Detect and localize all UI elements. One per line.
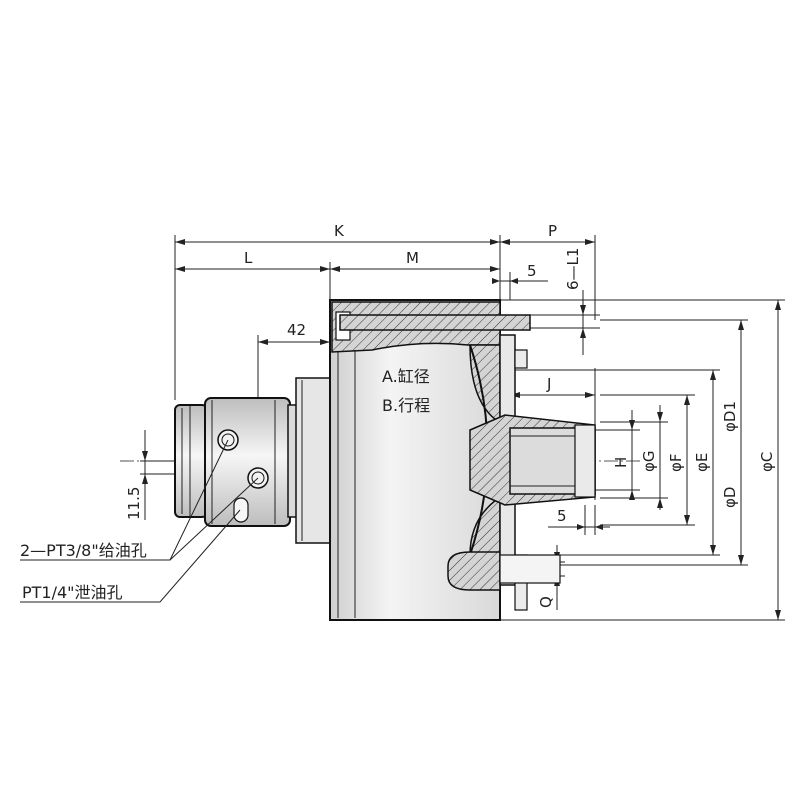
rotary-joint xyxy=(174,377,331,544)
dim-d-label: φD xyxy=(721,487,739,508)
dim-m-label: M xyxy=(406,249,419,267)
dim-11-5-label: 11.5 xyxy=(125,487,143,520)
oil-drain-note: PT1/4"泄油孔 xyxy=(22,583,123,602)
dim-c-label: φC xyxy=(758,452,776,472)
dimension-labels: K P L M 5 6—L1 42 J H φG φF φE φD φD1 φC… xyxy=(125,222,776,608)
dim-e-label: φE xyxy=(693,453,711,472)
dim-5-bottom-label: 5 xyxy=(557,507,567,525)
dim-f-label: φF xyxy=(667,453,685,472)
dim-5-top-label: 5 xyxy=(527,262,537,280)
cylinder-body xyxy=(329,299,596,621)
dim-h-label: H xyxy=(612,457,630,468)
oil-supply-note: 2—PT3/8"给油孔 xyxy=(20,541,147,560)
dim-q-label: Q xyxy=(537,596,555,608)
bore-note: A.缸径 xyxy=(382,367,430,386)
stroke-note: B.行程 xyxy=(382,396,430,415)
dim-d1-label: φD1 xyxy=(721,401,739,432)
dimension-lines xyxy=(140,235,785,621)
dim-p-label: P xyxy=(548,222,557,240)
leader-lines xyxy=(20,439,259,603)
dim-42-label: 42 xyxy=(287,321,306,339)
dim-k-label: K xyxy=(334,222,345,240)
dim-j-label: J xyxy=(546,375,551,393)
dim-l-label: L xyxy=(244,249,253,267)
notes: A.缸径 B.行程 2—PT3/8"给油孔 PT1/4"泄油孔 xyxy=(20,367,430,602)
dim-g-label: φG xyxy=(640,450,658,472)
dim-6-l1-label: 6—L1 xyxy=(564,248,582,290)
